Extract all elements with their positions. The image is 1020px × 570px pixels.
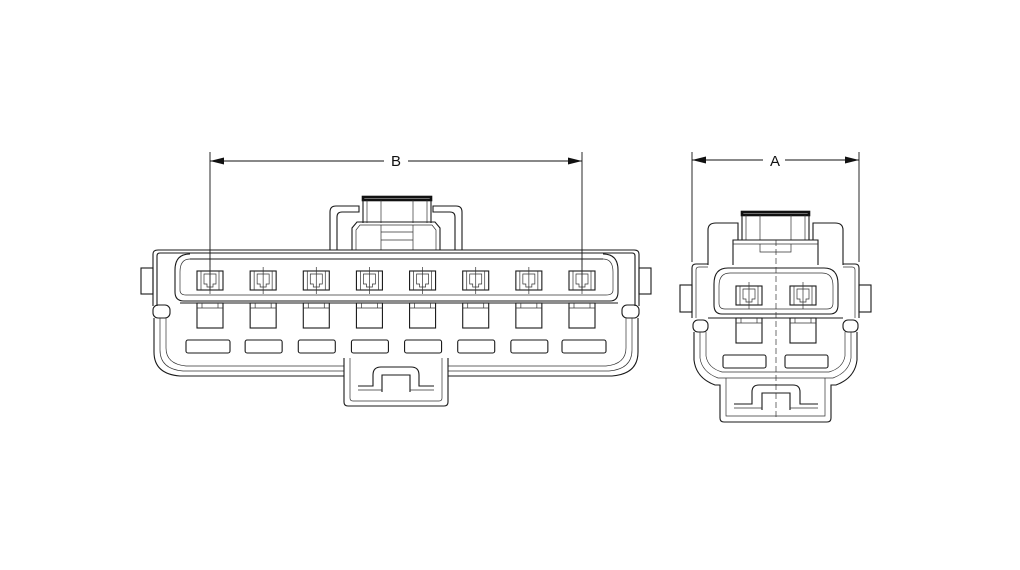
housing-body-8 [140, 249, 652, 377]
cavity-frame-top-8 [174, 253, 619, 304]
bottom-latch [343, 358, 449, 407]
slot [510, 339, 549, 354]
connector-8-way-view: B [140, 151, 652, 407]
slot [350, 339, 389, 354]
housing-body-2 [679, 240, 872, 423]
cavity [510, 267, 549, 354]
cavity [404, 267, 443, 354]
dimension-label-b: B [391, 153, 401, 170]
top-latch [329, 195, 463, 250]
cavity [297, 267, 336, 354]
top-latch-2 [707, 210, 844, 265]
cavity [457, 267, 496, 354]
cavity [350, 267, 389, 354]
dimension-label-a: A [770, 153, 780, 170]
slot [404, 339, 443, 354]
cavity [185, 267, 231, 354]
cavity [561, 267, 607, 354]
slot [297, 339, 336, 354]
cavity [735, 282, 763, 344]
cavity [789, 282, 817, 344]
connector-2-way-view: A [679, 150, 872, 423]
cavity-row-2 [735, 282, 817, 344]
cavity-row-8 [185, 267, 607, 354]
slot [561, 339, 607, 354]
cavity [244, 267, 283, 354]
slot [457, 339, 496, 354]
slot [185, 339, 231, 354]
slot [244, 339, 283, 354]
dimension-b: B [209, 151, 583, 290]
dimension-a: A [691, 150, 860, 262]
